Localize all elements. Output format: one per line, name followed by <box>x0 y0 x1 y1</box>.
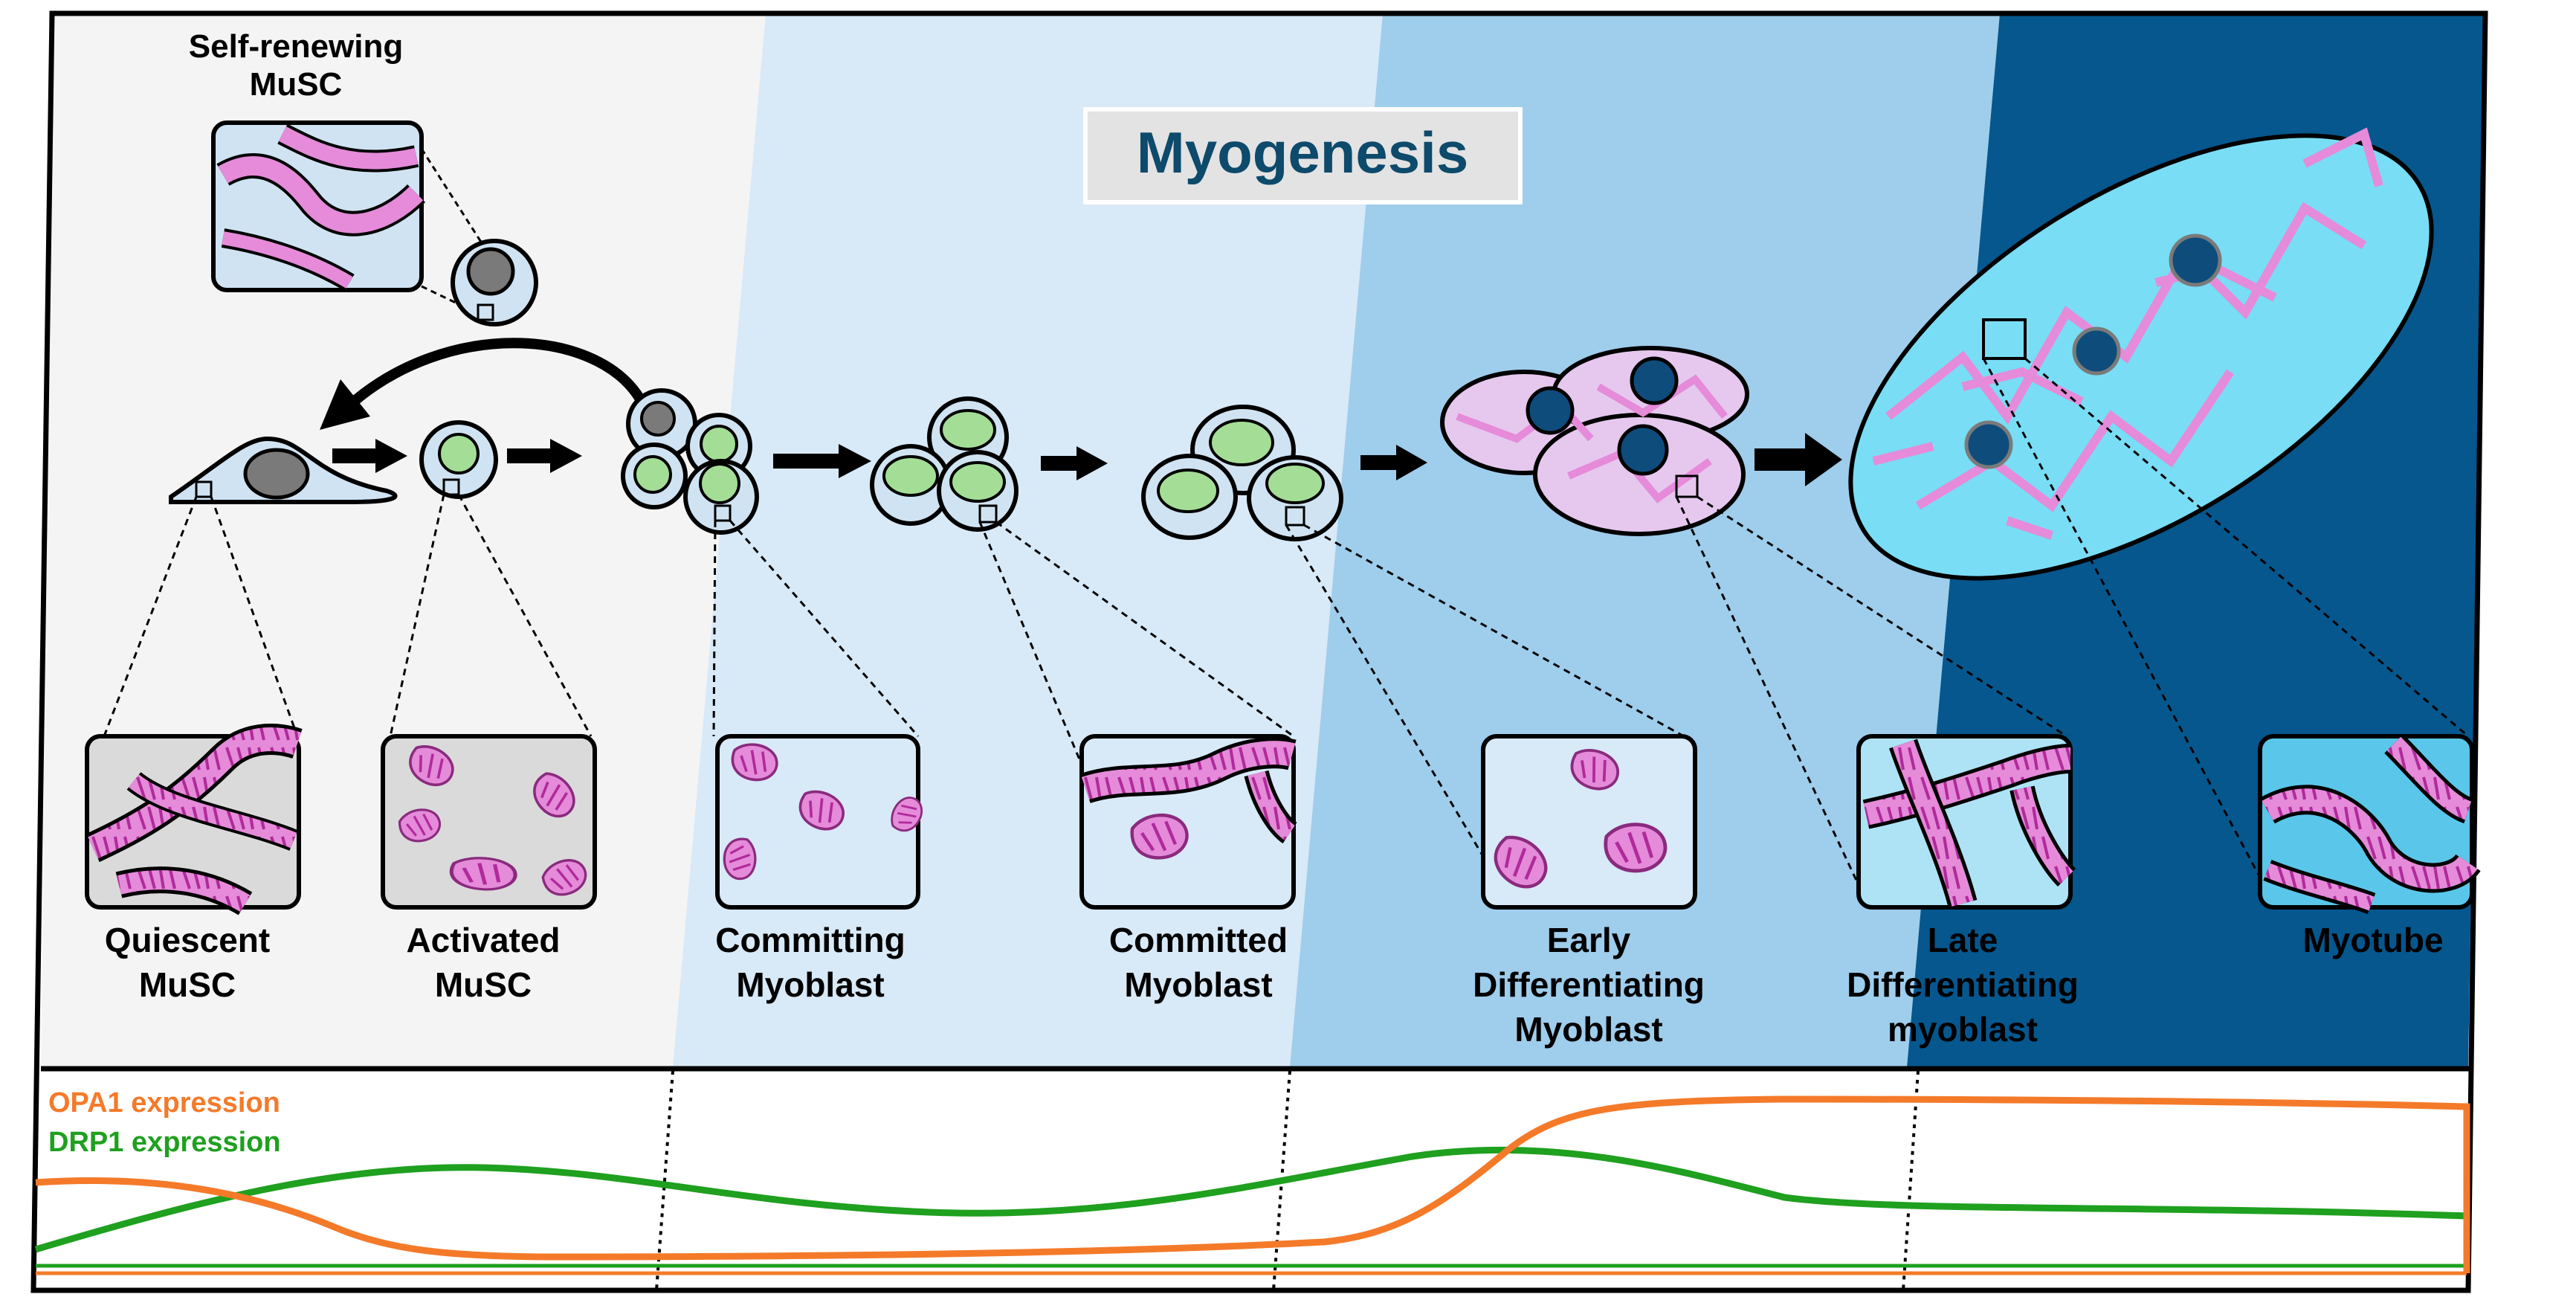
arrow-1 <box>332 439 407 473</box>
stage-label-committing-line-1: Committing <box>715 921 906 959</box>
zoom-box-myotube <box>2258 734 2481 915</box>
expression-panel: OPA1 expression DRP1 expression <box>34 1070 2470 1291</box>
self-renewal-arrow <box>346 338 644 410</box>
zoom-box-early <box>1481 734 1697 910</box>
stage-label-committing: Committing Myoblast <box>715 921 906 1004</box>
self-renewing-label-1: Self-renewing <box>189 28 404 65</box>
stage-label-myotube-line-1: Myotube <box>2302 921 2443 959</box>
zoom-box-committing <box>715 734 927 910</box>
zoom-box-late <box>1856 734 2076 910</box>
band-3 <box>1290 13 2000 1067</box>
stage-label-early: Early Differentiating Myoblast <box>1473 921 1705 1049</box>
stage-label-quiescent-line-2: MuSC <box>139 965 236 1004</box>
stage-label-late-line-1: Late <box>1928 921 1998 959</box>
arrow-3 <box>773 444 871 478</box>
stage-label-activated-line-1: Activated <box>406 921 560 959</box>
late-differentiating-cells <box>1440 346 1749 536</box>
stage-label-early-line-1: Early <box>1547 921 1631 959</box>
committing-cells <box>621 388 759 535</box>
stage-label-committed: Committed Myoblast <box>1109 921 1288 1004</box>
activated-cell <box>419 420 498 499</box>
stage-label-quiescent-line-1: Quiescent <box>105 921 270 959</box>
opa1-curve <box>35 1095 2470 1273</box>
zoom-box-quiescent <box>85 724 303 916</box>
arrow-6 <box>1755 433 1842 486</box>
myotube-cell <box>1848 127 2434 581</box>
title: Myogenesis <box>1137 120 1468 185</box>
stage-label-committed-line-2: Myoblast <box>1124 965 1272 1004</box>
outer-frame <box>30 10 2488 1293</box>
legend-drp1: DRP1 expression <box>48 1127 281 1158</box>
stage-label-quiescent: Quiescent MuSC <box>105 921 270 1004</box>
arrow-5 <box>1360 445 1427 480</box>
committed-cells <box>870 396 1019 532</box>
stage-label-committed-line-1: Committed <box>1109 921 1288 959</box>
quiescent-cell <box>169 436 398 504</box>
stage-label-late-line-2: Differentiating <box>1847 965 2079 1004</box>
drp1-curve <box>34 1146 2467 1253</box>
early-differentiating-cells <box>1141 405 1343 541</box>
title-box <box>1083 107 1523 205</box>
stage-label-early-line-2: Differentiating <box>1473 965 1705 1004</box>
arrow-4 <box>1041 446 1108 480</box>
stage-label-late: Late Differentiating myoblast <box>1847 921 2079 1049</box>
stage-label-myotube: Myotube <box>2302 921 2443 959</box>
stage-label-early-line-3: Myoblast <box>1514 1010 1662 1049</box>
stage-label-late-line-3: myoblast <box>1888 1010 2038 1049</box>
arrow-2 <box>507 439 582 473</box>
self-renewing-label-2: MuSC <box>250 66 343 103</box>
self-renewing-zoom-box <box>211 120 426 292</box>
zoom-box-committed <box>1079 734 1298 910</box>
stage-label-activated-line-2: MuSC <box>435 965 532 1004</box>
stage-label-activated: Activated MuSC <box>406 921 560 1004</box>
self-renewing-cell <box>451 239 538 326</box>
stage-label-committing-line-2: Myoblast <box>736 965 884 1004</box>
zoom-lines <box>103 357 2469 886</box>
zoom-box-activated <box>381 734 597 910</box>
legend-opa1: OPA1 expression <box>48 1087 280 1119</box>
